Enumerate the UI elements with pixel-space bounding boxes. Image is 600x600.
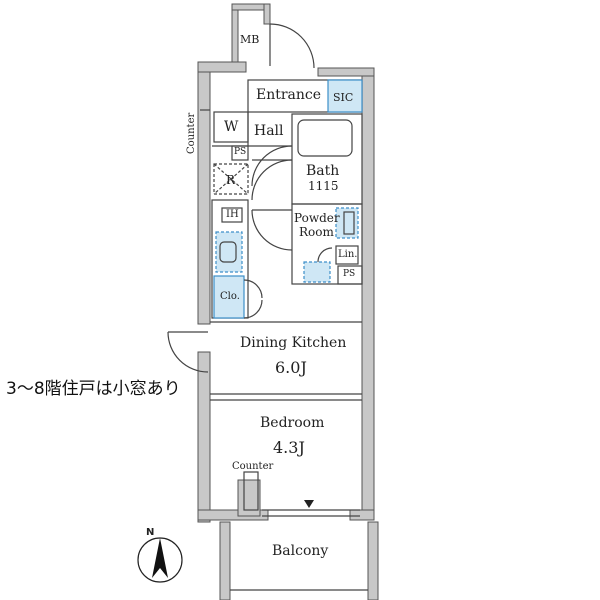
bedroom-label: Bedroom: [260, 415, 325, 431]
powder-label-line1: Powder: [294, 211, 340, 225]
side-counter-label: Counter: [186, 112, 197, 154]
window-marker: [304, 500, 314, 508]
bath-label: Bath: [306, 163, 340, 179]
dining-kitchen-size: 6.0J: [275, 358, 307, 377]
compass-n-label: N: [146, 527, 155, 538]
clo-label: Clo.: [220, 291, 240, 302]
mb-label: MB: [240, 33, 260, 46]
ps-lower-label: PS: [343, 269, 356, 279]
bathtub: [297, 119, 353, 157]
dining-kitchen-label: Dining Kitchen: [240, 335, 347, 351]
balcony-label: Balcony: [272, 543, 329, 559]
bedroom-counter-label: Counter: [232, 461, 274, 472]
entrance-label: Entrance: [256, 87, 322, 103]
bath-size-label: 1115: [308, 179, 339, 193]
sic-label: SIC: [333, 91, 354, 104]
closet: [213, 275, 245, 319]
lin-label: Lin.: [338, 249, 358, 260]
window-note: 3～8階住戸は小窓あり: [6, 379, 181, 399]
r-label: R: [226, 173, 236, 187]
bedroom-size: 4.3J: [273, 438, 305, 457]
compass: [137, 537, 183, 583]
ih-label: IH: [226, 209, 239, 220]
powder-label-line2: Room: [299, 225, 334, 239]
hall-label: Hall: [254, 123, 284, 139]
sic-storage: [327, 79, 363, 113]
walls: [197, 3, 379, 600]
w-label: W: [224, 119, 239, 135]
interior-lines: [167, 23, 368, 591]
ps-upper-label: PS: [234, 147, 247, 157]
